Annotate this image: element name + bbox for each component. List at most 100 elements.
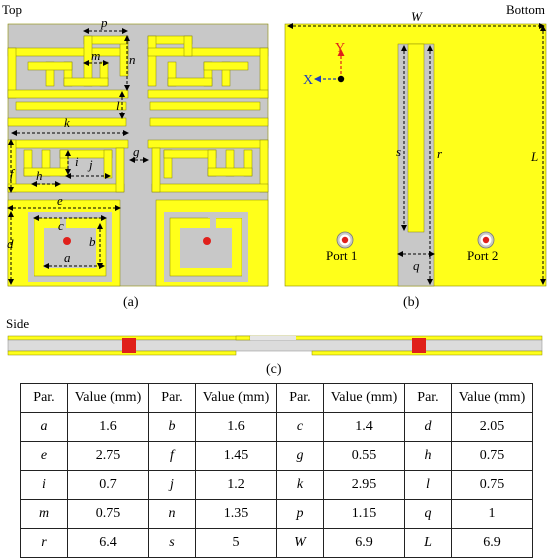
top-dimension-labels: p n m l k g f h i j e d c b a bbox=[7, 15, 140, 265]
dim-k: k bbox=[64, 115, 70, 130]
param-name: c bbox=[276, 412, 324, 442]
bottom-dimension-lines bbox=[287, 23, 546, 285]
dim-q: q bbox=[413, 258, 420, 273]
param-name: e bbox=[20, 441, 68, 471]
port1-via-top bbox=[63, 237, 71, 245]
param-value: 2.75 bbox=[67, 441, 149, 471]
param-name: n bbox=[148, 499, 196, 529]
top-label: Top bbox=[2, 2, 22, 17]
param-value: 1.2 bbox=[195, 470, 277, 500]
bottom-label: Bottom bbox=[506, 2, 545, 17]
param-value: 5 bbox=[195, 528, 277, 558]
dim-a: a bbox=[64, 250, 71, 265]
dim-g: g bbox=[133, 144, 140, 159]
y-axis-label: Y bbox=[335, 41, 345, 56]
param-name: a bbox=[20, 412, 68, 442]
param-value: 2.95 bbox=[323, 470, 405, 500]
param-name: b bbox=[148, 412, 196, 442]
caption-c: (c) bbox=[266, 362, 282, 377]
param-name: h bbox=[404, 441, 452, 471]
param-value: 6.4 bbox=[67, 528, 149, 558]
header-value: Value (mm) bbox=[195, 383, 277, 413]
side-via-1 bbox=[122, 338, 136, 353]
param-value: 2.05 bbox=[451, 412, 533, 442]
header-par: Par. bbox=[404, 383, 452, 413]
top-right-upper-resonator bbox=[147, 35, 269, 127]
port1-label: Port 1 bbox=[326, 248, 357, 263]
parameter-table: Par. Value (mm) Par. Value (mm) Par. Val… bbox=[20, 383, 533, 558]
top-right-lower-loop bbox=[155, 199, 269, 287]
dim-n: n bbox=[129, 52, 136, 67]
header-value: Value (mm) bbox=[323, 383, 405, 413]
param-value: 1.6 bbox=[195, 412, 277, 442]
port1-connector bbox=[336, 231, 354, 249]
caption-a: (a) bbox=[123, 295, 139, 310]
param-value: 1.35 bbox=[195, 499, 277, 529]
dim-c: c bbox=[58, 218, 64, 233]
port2-via-top bbox=[203, 237, 211, 245]
header-value: Value (mm) bbox=[67, 383, 149, 413]
param-name: r bbox=[20, 528, 68, 558]
table-row: a 1.6 b 1.6 c 1.4 d 2.05 bbox=[20, 412, 533, 442]
dim-r: r bbox=[437, 146, 443, 161]
param-name: i bbox=[20, 470, 68, 500]
caption-b: (b) bbox=[403, 295, 420, 310]
param-name: m bbox=[20, 499, 68, 529]
param-value: 0.75 bbox=[67, 499, 149, 529]
dim-L: L bbox=[530, 149, 538, 164]
param-value: 1 bbox=[451, 499, 533, 529]
port2-connector bbox=[477, 231, 495, 249]
top-right-middle-resonator bbox=[147, 139, 269, 193]
header-par: Par. bbox=[20, 383, 68, 413]
param-value: 1.15 bbox=[323, 499, 405, 529]
param-value: 0.75 bbox=[451, 470, 533, 500]
param-value: 0.55 bbox=[323, 441, 405, 471]
top-view: Top bbox=[2, 2, 269, 310]
side-via-2 bbox=[412, 338, 426, 353]
param-name: d bbox=[404, 412, 452, 442]
header-value: Value (mm) bbox=[451, 383, 533, 413]
param-name: j bbox=[148, 470, 196, 500]
table-row: i 0.7 j 1.2 k 2.95 l 0.75 bbox=[20, 470, 533, 500]
dim-m: m bbox=[91, 48, 100, 63]
header-par: Par. bbox=[276, 383, 324, 413]
param-value: 0.7 bbox=[67, 470, 149, 500]
table-header-row: Par. Value (mm) Par. Value (mm) Par. Val… bbox=[20, 383, 533, 413]
dim-l: l bbox=[116, 98, 120, 113]
param-value: 1.45 bbox=[195, 441, 277, 471]
dim-e: e bbox=[57, 193, 63, 208]
param-name: q bbox=[404, 499, 452, 529]
side-view: Side (c) bbox=[6, 316, 543, 377]
table-row: m 0.75 n 1.35 p 1.15 q 1 bbox=[20, 499, 533, 529]
param-value: 1.4 bbox=[323, 412, 405, 442]
param-name: l bbox=[404, 470, 452, 500]
dim-d: d bbox=[7, 236, 14, 251]
dim-h: h bbox=[36, 168, 43, 183]
table-row: e 2.75 f 1.45 g 0.55 h 0.75 bbox=[20, 441, 533, 471]
port2-label: Port 2 bbox=[467, 248, 498, 263]
param-name: k bbox=[276, 470, 324, 500]
param-name: f bbox=[148, 441, 196, 471]
param-value: 0.75 bbox=[451, 441, 533, 471]
param-name: s bbox=[148, 528, 196, 558]
top-dimension-lines bbox=[7, 28, 149, 285]
side-substrate bbox=[7, 339, 543, 352]
origin-dot bbox=[337, 75, 345, 83]
dim-f: f bbox=[10, 166, 16, 181]
side-label: Side bbox=[6, 316, 29, 331]
dim-i: i bbox=[75, 154, 79, 169]
param-name: W bbox=[276, 528, 324, 558]
dim-b: b bbox=[89, 234, 96, 249]
param-name: g bbox=[276, 441, 324, 471]
param-name: p bbox=[276, 499, 324, 529]
bottom-view: Bottom Y X Port 1 Port 2 bbox=[284, 2, 547, 310]
param-name: L bbox=[404, 528, 452, 558]
dim-p: p bbox=[100, 15, 108, 30]
bottom-slot-stub bbox=[407, 43, 425, 233]
table-row: r 6.4 s 5 W 6.9 L 6.9 bbox=[20, 528, 533, 558]
dim-s: s bbox=[396, 144, 401, 159]
param-value: 6.9 bbox=[323, 528, 405, 558]
header-par: Par. bbox=[148, 383, 196, 413]
param-value: 6.9 bbox=[451, 528, 533, 558]
